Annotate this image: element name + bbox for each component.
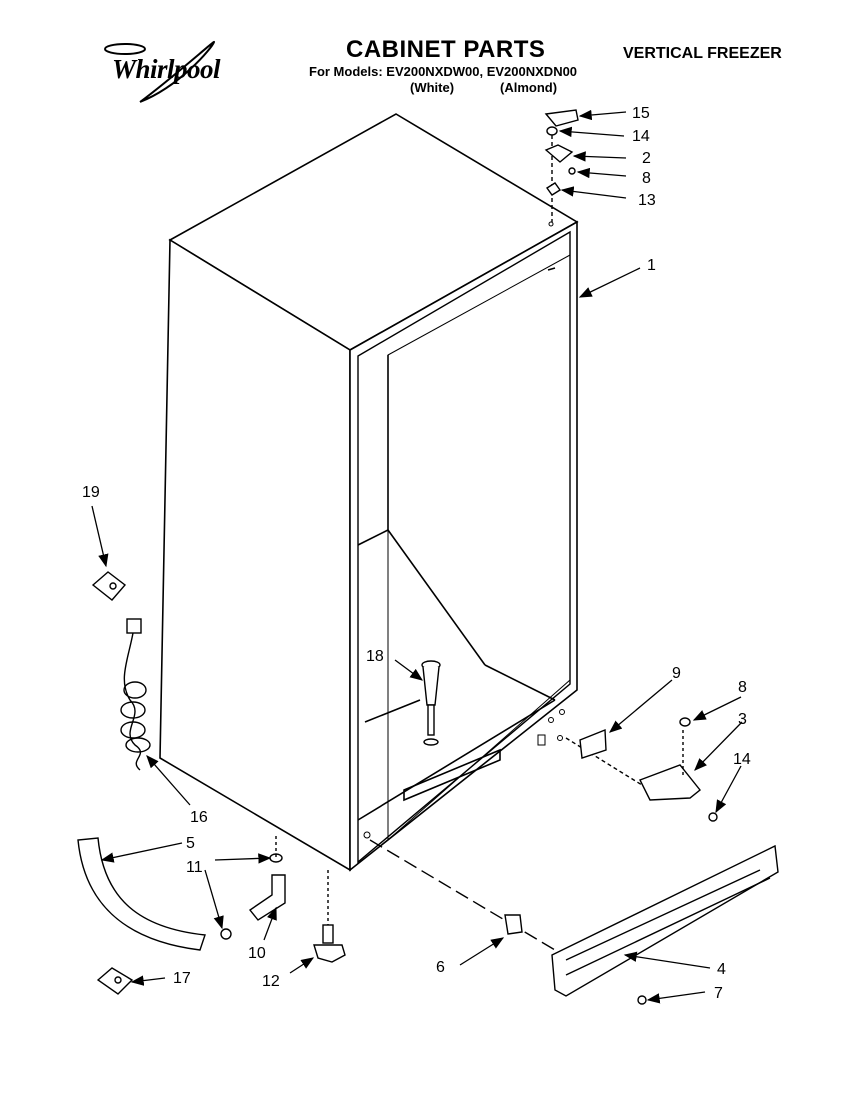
hinge-icon [544, 144, 574, 163]
callout-8a: 8 [642, 170, 651, 187]
hinge-shim-icon [545, 182, 562, 196]
hinge-plate-icon [579, 728, 607, 759]
leveling-leg [313, 870, 346, 963]
callout-numbers: 15 14 2 8 13 1 19 18 9 8 3 14 16 5 11 10… [82, 105, 751, 1002]
screw-icon [568, 167, 576, 175]
callout-7: 7 [714, 985, 723, 1002]
drain-tube [421, 660, 441, 746]
leader-lines [91, 109, 743, 1004]
callout-1: 1 [647, 257, 656, 274]
variant-almond: (Almond) [500, 80, 558, 95]
grille-clip-icon [504, 914, 523, 935]
bushing-icon [679, 717, 691, 727]
callout-15: 15 [632, 105, 650, 122]
elbow-tube [220, 836, 286, 940]
callout-19: 19 [82, 484, 100, 501]
callout-3: 3 [738, 711, 747, 728]
toe-grille [369, 839, 779, 1005]
brand-swoosh [104, 40, 216, 103]
callout-18: 18 [366, 648, 384, 665]
callout-8b: 8 [738, 679, 747, 696]
callout-14a: 14 [632, 128, 650, 145]
top-hinge-assembly [544, 109, 579, 222]
callout-2: 2 [642, 150, 651, 167]
variant-white: (White) [410, 80, 455, 95]
callout-5: 5 [186, 835, 195, 852]
hinge-cover-icon [544, 109, 579, 127]
washer-icon [546, 126, 558, 136]
drain-hose [77, 837, 206, 995]
callout-10: 10 [248, 945, 266, 962]
callout-14b: 14 [733, 751, 751, 768]
grille-screw-icon [637, 995, 647, 1005]
callout-12: 12 [262, 973, 280, 990]
callout-6: 6 [436, 959, 445, 976]
models-line: For Models: EV200NXDW00, EV200NXDN00 [309, 64, 578, 79]
callout-17: 17 [173, 970, 191, 987]
brand-logo: Whirlpool [112, 54, 221, 85]
callout-9: 9 [672, 665, 681, 682]
callout-11: 11 [186, 859, 203, 876]
power-cord [91, 571, 151, 771]
bottom-screw-icon [708, 812, 718, 822]
bottom-hinge-icon [639, 764, 701, 801]
brand-name: Whirlpool [112, 54, 221, 84]
bottom-hinge-assembly [565, 717, 718, 822]
page-subtitle: VERTICAL FREEZER [623, 45, 782, 62]
callout-16: 16 [190, 809, 208, 826]
callout-13: 13 [638, 192, 656, 209]
callout-4: 4 [717, 961, 726, 978]
cabinet [159, 113, 579, 872]
cord-clamp-icon [91, 571, 127, 601]
page-title: CABINET PARTS [346, 36, 546, 63]
